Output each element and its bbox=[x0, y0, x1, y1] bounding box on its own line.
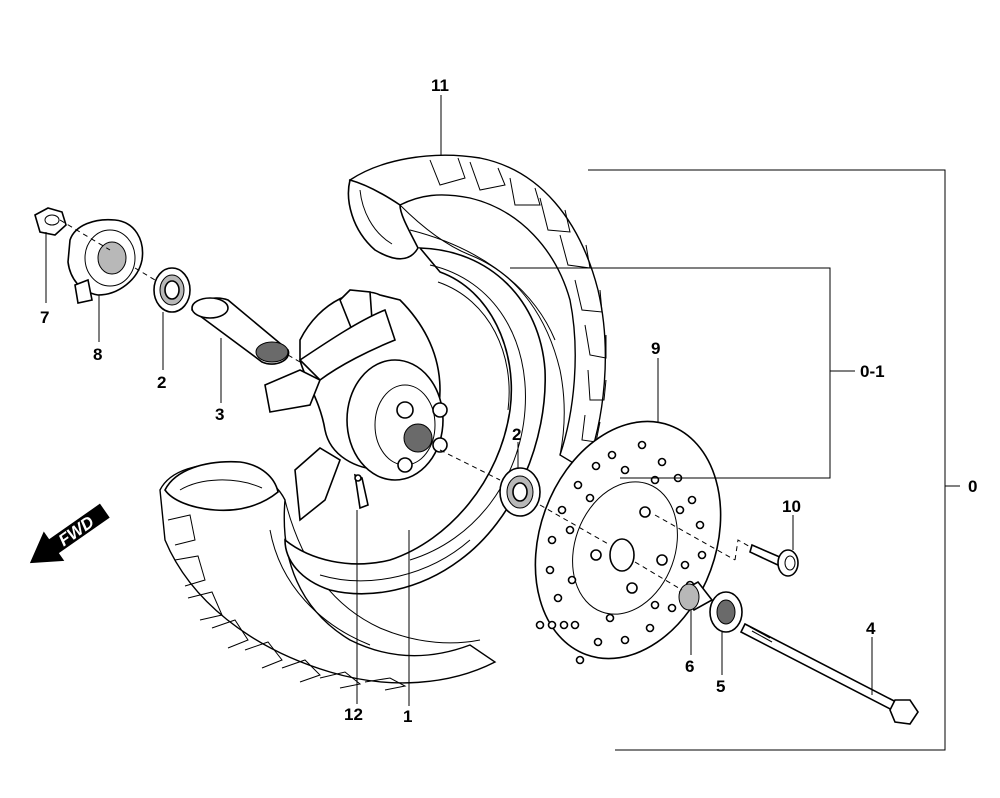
label-5: 5 bbox=[716, 677, 725, 696]
label-0-1: 0-1 bbox=[860, 362, 885, 381]
label-2-left: 2 bbox=[157, 373, 166, 392]
label-1: 1 bbox=[403, 707, 412, 726]
bearing-2-left bbox=[153, 267, 191, 313]
label-10: 10 bbox=[782, 497, 801, 516]
label-11: 11 bbox=[431, 76, 449, 95]
label-3: 3 bbox=[215, 405, 224, 424]
label-2-right: 2 bbox=[512, 425, 521, 444]
valve-stem bbox=[353, 473, 369, 510]
label-7: 7 bbox=[40, 308, 49, 327]
collar-6 bbox=[678, 580, 714, 612]
leader-lines bbox=[45, 95, 960, 751]
wheel-rim bbox=[264, 247, 546, 595]
nut-7 bbox=[34, 207, 67, 236]
brake-disc-9 bbox=[534, 420, 722, 665]
label-4: 4 bbox=[866, 619, 876, 638]
label-9: 9 bbox=[651, 339, 660, 358]
label-6: 6 bbox=[685, 657, 694, 676]
oil-seal-5 bbox=[709, 591, 743, 633]
label-12: 12 bbox=[344, 705, 363, 724]
label-0: 0 bbox=[968, 477, 977, 496]
label-8: 8 bbox=[93, 345, 102, 364]
speedometer-gearbox-8 bbox=[67, 218, 144, 304]
bearing-2-right bbox=[499, 467, 541, 517]
collar-3 bbox=[191, 297, 290, 365]
forward-direction-arrow: FWD bbox=[29, 503, 110, 564]
tire bbox=[159, 154, 607, 691]
bolt-10 bbox=[749, 543, 799, 577]
callout-labels: 11 0 0-1 7 8 2 3 2 9 10 4 6 5 12 1 bbox=[40, 76, 977, 726]
axle-4 bbox=[739, 622, 919, 725]
